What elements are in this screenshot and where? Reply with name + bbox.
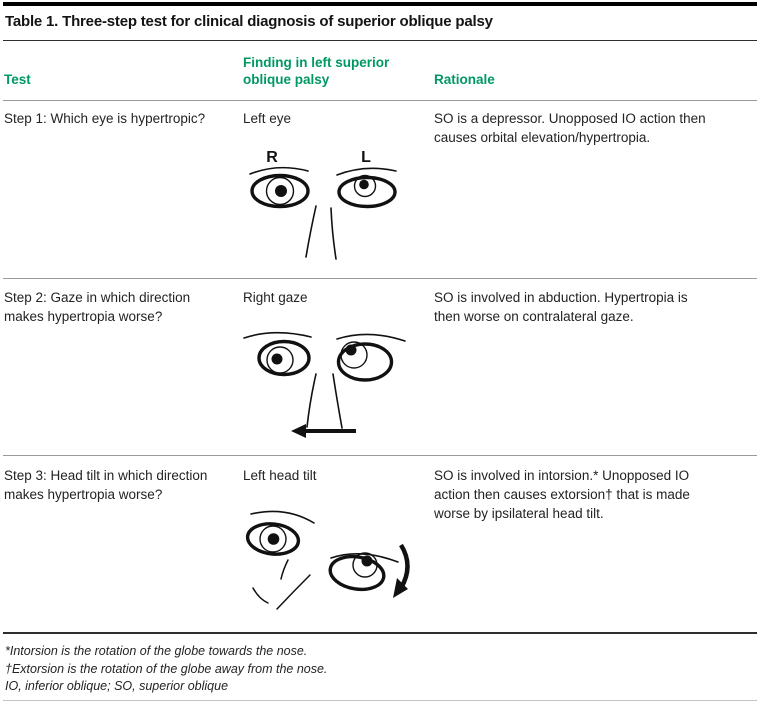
right-eye: [245, 510, 315, 556]
table-row-step3: Step 3: Head tilt in which direction mak…: [4, 466, 756, 632]
step2-eyes-illustration: [233, 326, 428, 444]
table-row-step1: Step 1: Which eye is hypertropic? Left e…: [4, 109, 756, 278]
footnote-divider-rule: [3, 632, 757, 634]
test-cell: Step 1: Which eye is hypertropic?: [4, 111, 206, 126]
head-tilt-arrow-icon: [393, 543, 410, 598]
rationale-cell: SO is involved in intorsion.* Unopposed …: [434, 468, 690, 521]
rationale-cell: SO is involved in abduction. Hypertropia…: [434, 290, 688, 324]
test-cell: Step 3: Head tilt in which direction mak…: [4, 468, 208, 502]
right-eye: [243, 331, 312, 377]
left-gaze-arrow-icon: [291, 424, 356, 438]
finding-cell: Right gaze: [243, 290, 308, 305]
right-eye: [249, 166, 310, 209]
footnotes: *Intorsion is the rotation of the globe …: [5, 643, 755, 696]
left-eye: [336, 167, 397, 209]
nose-lines: [305, 205, 337, 260]
step3-eyes-illustration: [233, 502, 423, 628]
left-eye: [328, 552, 399, 592]
footnote: †Extorsion is the rotation of the globe …: [5, 661, 328, 676]
title-divider-rule: [3, 40, 757, 41]
right-eyebrow: [243, 331, 312, 339]
left-eye-label: L: [361, 149, 371, 166]
rationale-cell: SO is a depressor. Unopposed IO action t…: [434, 111, 706, 145]
table-row-step2: Step 2: Gaze in which direction makes hy…: [4, 288, 756, 455]
column-header-finding: Finding in left superior oblique palsy: [243, 55, 390, 87]
row-divider-rule: [3, 278, 757, 279]
footnote: IO, inferior oblique; SO, superior obliq…: [5, 679, 229, 693]
step1-eyes-illustration: R L: [238, 143, 428, 271]
test-cell: Step 2: Gaze in which direction makes hy…: [4, 290, 191, 324]
right-eyebrow: [249, 166, 309, 175]
header-divider-rule: [3, 100, 757, 101]
right-eyebrow: [250, 510, 315, 524]
column-header-rationale: Rationale: [434, 72, 495, 87]
column-header-test: Test: [4, 72, 31, 87]
finding-cell: Left eye: [243, 111, 292, 126]
finding-cell: Left head tilt: [243, 468, 317, 483]
left-eyebrow: [330, 553, 399, 563]
left-eyebrow: [336, 333, 406, 342]
table-title: Table 1. Three-step test for clinical di…: [5, 13, 493, 30]
bottom-border-rule: [3, 700, 757, 701]
top-border-rule: [3, 2, 757, 6]
nose-lines: [306, 373, 343, 429]
footnote: *Intorsion is the rotation of the globe …: [5, 644, 308, 658]
right-eye-label: R: [266, 149, 278, 166]
header-row: Test Finding in left superior oblique pa…: [4, 48, 756, 94]
row-divider-rule: [3, 455, 757, 456]
nose-lines: [252, 559, 311, 610]
left-eyebrow: [336, 167, 397, 176]
left-eye: [336, 333, 406, 382]
